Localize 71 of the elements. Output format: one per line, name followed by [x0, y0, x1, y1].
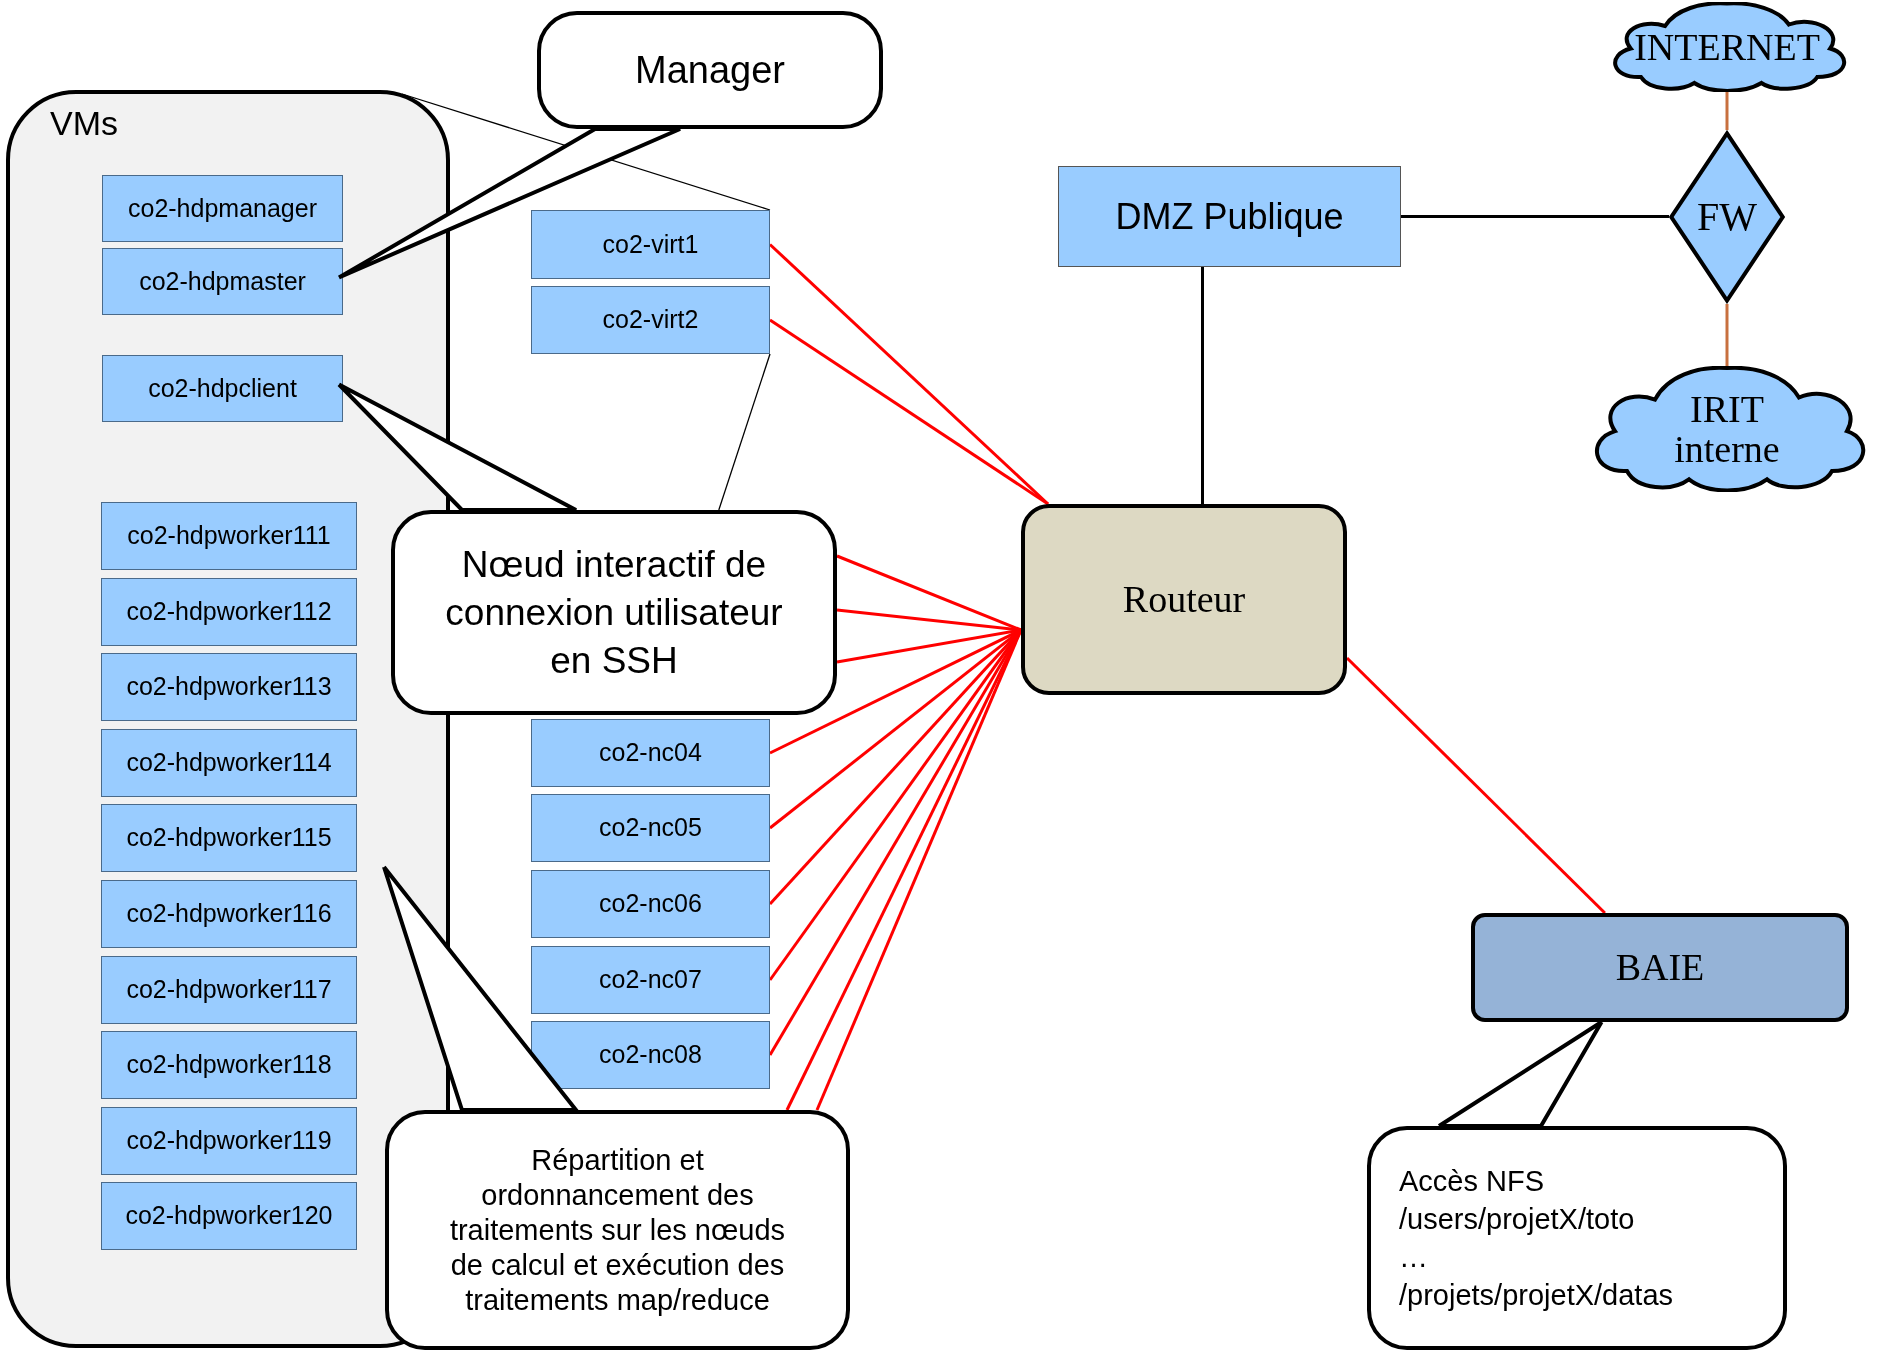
- callout-text: Accès NFS: [1399, 1164, 1545, 1199]
- callout-text: …: [1399, 1240, 1428, 1275]
- node-label: co2-hdpworker119: [126, 1125, 332, 1157]
- callout-tail: [337, 127, 682, 280]
- callout-tail: [337, 382, 578, 512]
- node-label: co2-hdpworker120: [125, 1200, 333, 1232]
- node-label: co2-hdpclient: [148, 372, 297, 404]
- node-label: co2-hdpworker113: [126, 671, 332, 703]
- server-box: [531, 210, 770, 279]
- speech-bubble: [537, 11, 883, 129]
- node-label: FW: [1697, 193, 1757, 241]
- node-label: co2-hdpworker114: [126, 747, 332, 779]
- node-label: BAIE: [1615, 945, 1705, 990]
- server-box: [531, 870, 770, 938]
- callout-text: Manager: [635, 47, 785, 93]
- server-box: [101, 1107, 357, 1175]
- connector-line: [1345, 656, 1606, 915]
- node-label: co2-nc06: [599, 888, 702, 920]
- server-box: [101, 880, 357, 948]
- node-label: co2-hdpmaster: [139, 265, 306, 297]
- node-label: co2-nc08: [599, 1039, 702, 1071]
- zone-box: [1058, 166, 1401, 267]
- node-label: co2-virt1: [602, 228, 699, 260]
- connector-line: [1201, 267, 1204, 504]
- callout-text: /users/projetX/toto: [1399, 1202, 1635, 1237]
- connector-line: [1401, 215, 1669, 218]
- server-box: [101, 1182, 357, 1250]
- server-box: [531, 946, 770, 1014]
- server-box: [101, 653, 357, 721]
- server-box: [531, 794, 770, 862]
- node-label: co2-virt2: [602, 304, 699, 336]
- node-label: INTERNET: [1634, 27, 1820, 67]
- router-box: [1021, 504, 1347, 695]
- firewall-diamond: [1669, 130, 1785, 304]
- connector-line: [768, 243, 1050, 506]
- node-label: co2-nc04: [599, 737, 702, 769]
- callout-text: Nœud interactif de connexion utilisateur en SSH: [444, 542, 784, 683]
- server-box: [101, 502, 357, 570]
- server-box: [101, 578, 357, 646]
- connector-line: [1725, 304, 1729, 366]
- node-label: co2-hdpworker115: [126, 822, 332, 854]
- node-label: co2-nc05: [599, 812, 702, 844]
- node-label: co2-hdpworker117: [126, 974, 332, 1006]
- node-label: co2-nc07: [599, 964, 702, 996]
- server-box: [101, 1031, 357, 1099]
- server-box: [531, 1021, 770, 1089]
- server-box: [102, 355, 343, 422]
- connector-line: [769, 318, 1049, 506]
- callout-text: /projets/projetX/datas: [1399, 1278, 1674, 1313]
- node-label: co2-hdpworker112: [126, 596, 332, 628]
- group-title: VMs: [50, 103, 119, 144]
- server-box: [531, 286, 770, 354]
- node-label: co2-hdpmanager: [128, 192, 317, 224]
- node-label: Routeur: [1122, 577, 1246, 622]
- node-label: DMZ Publique: [1115, 194, 1344, 239]
- callout-text: Répartition et ordonnancement des traitements sur les nœuds de calcul et exécution des traitements map/reduce: [448, 1142, 787, 1318]
- callout-tail: [382, 865, 581, 1112]
- connector-line: [1725, 92, 1729, 130]
- server-box: [101, 956, 357, 1024]
- storage-box: [1471, 913, 1849, 1022]
- node-label: co2-hdpworker118: [126, 1049, 332, 1081]
- connector-line: [718, 353, 771, 511]
- callout-tail: [1437, 1020, 1604, 1128]
- server-box: [102, 248, 343, 315]
- node-label: IRIT interne: [1673, 389, 1781, 469]
- server-box: [101, 729, 357, 797]
- node-label: co2-hdpworker116: [126, 898, 332, 930]
- server-box: [531, 719, 770, 787]
- node-label: co2-hdpworker111: [127, 520, 331, 552]
- server-box: [102, 175, 343, 242]
- server-box: [101, 804, 357, 872]
